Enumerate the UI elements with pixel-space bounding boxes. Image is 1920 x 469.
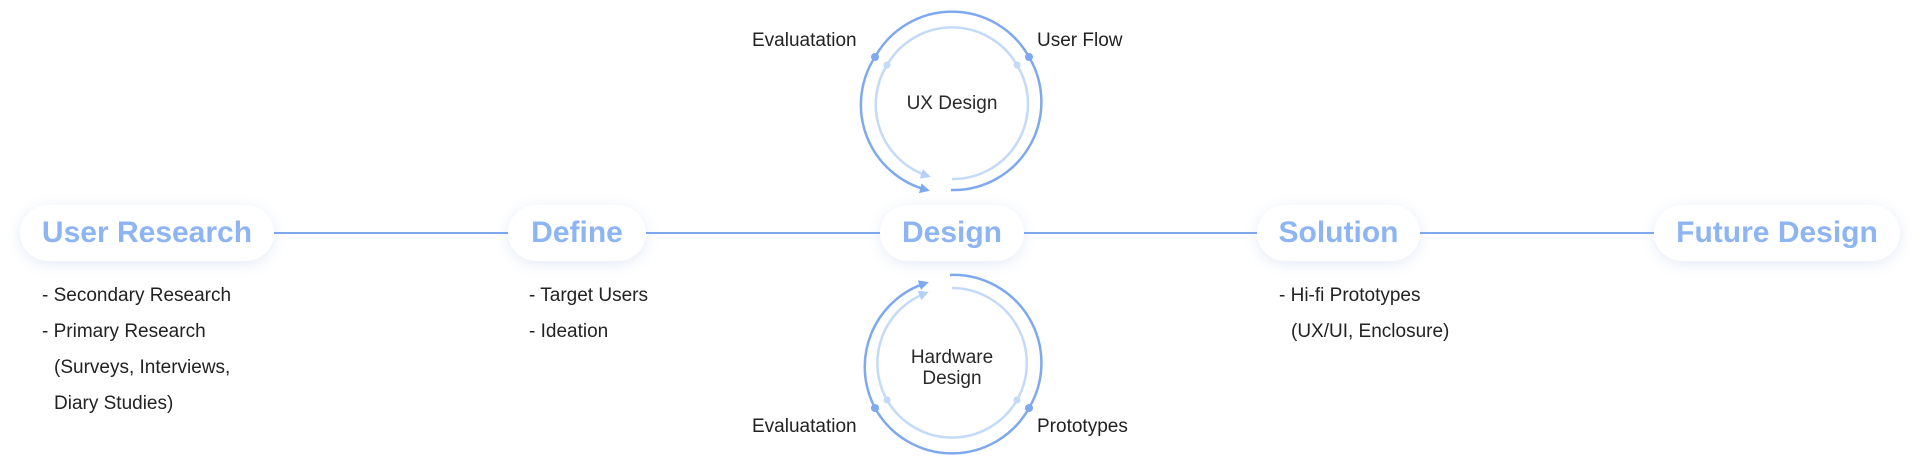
note-item: (Surveys, Interviews, bbox=[54, 357, 231, 378]
ux-outer-arc-top bbox=[873, 10, 1031, 58]
stage-define: Define bbox=[508, 205, 646, 261]
note-item: - Ideation bbox=[529, 321, 609, 342]
stage-label: Design bbox=[901, 216, 1003, 249]
note-item: - Secondary Research bbox=[42, 285, 232, 306]
ux-outer-arc-left bbox=[859, 56, 930, 194]
hw-inner-arc-bottom bbox=[885, 399, 1019, 439]
ux-inner-arc-top bbox=[885, 26, 1019, 66]
stage-user-research: User Research bbox=[20, 205, 274, 261]
ux-left-label: Evaluatation bbox=[752, 30, 857, 51]
hw-node-outer-right bbox=[1025, 404, 1033, 412]
define-notes: - Target Users - Ideation bbox=[529, 282, 648, 354]
ux-inner-arc-right bbox=[951, 64, 1030, 181]
stage-label: Define bbox=[531, 216, 623, 249]
note-item: Diary Studies) bbox=[54, 393, 174, 414]
stage-design: Design bbox=[880, 205, 1024, 261]
hw-outer-arc-right bbox=[949, 273, 1043, 409]
stage-label: Solution bbox=[1278, 216, 1399, 249]
ux-node-outer-left bbox=[871, 53, 879, 61]
hardware-title-line1: Hardware bbox=[910, 347, 994, 368]
ux-right-label: User Flow bbox=[1037, 30, 1123, 51]
hw-outer-arc-left bbox=[863, 280, 929, 409]
hw-node-inner-right bbox=[1013, 396, 1021, 404]
stage-solution: Solution bbox=[1257, 205, 1420, 261]
note-item: - Target Users bbox=[529, 285, 648, 306]
hw-right-label: Prototypes bbox=[1037, 416, 1128, 437]
hardware-title-line2: Design bbox=[922, 368, 982, 389]
ux-node-outer-right bbox=[1025, 53, 1033, 61]
user-research-notes: - Secondary Research - Primary Research … bbox=[42, 282, 231, 426]
stage-label: User Research bbox=[41, 216, 253, 249]
hardware-design-cycle bbox=[863, 273, 1043, 455]
stage-future-design: Future Design bbox=[1654, 205, 1900, 261]
stage-label: Future Design bbox=[1676, 216, 1878, 249]
hw-left-label: Evaluatation bbox=[752, 416, 857, 437]
hw-outer-arc-bottom bbox=[873, 407, 1031, 455]
ux-design-title: UX Design bbox=[906, 93, 998, 114]
hw-inner-arc-right bbox=[951, 286, 1028, 401]
ux-inner-arc-left bbox=[874, 64, 931, 179]
hardware-design-title: Hardware Design bbox=[911, 347, 993, 389]
solution-notes: - Hi-fi Prototypes (UX/UI, Enclosure) bbox=[1279, 282, 1449, 354]
note-item: - Hi-fi Prototypes bbox=[1279, 285, 1421, 306]
note-item: (UX/UI, Enclosure) bbox=[1291, 321, 1450, 342]
ux-outer-arc-right bbox=[950, 56, 1043, 192]
ux-node-inner-left bbox=[883, 61, 891, 69]
ux-design-cycle bbox=[859, 10, 1043, 194]
hw-node-inner-left bbox=[883, 396, 891, 404]
note-item: - Primary Research bbox=[42, 321, 206, 342]
ux-node-inner-right bbox=[1013, 61, 1021, 69]
hw-inner-arc-left bbox=[876, 290, 929, 401]
hw-node-outer-left bbox=[871, 404, 879, 412]
